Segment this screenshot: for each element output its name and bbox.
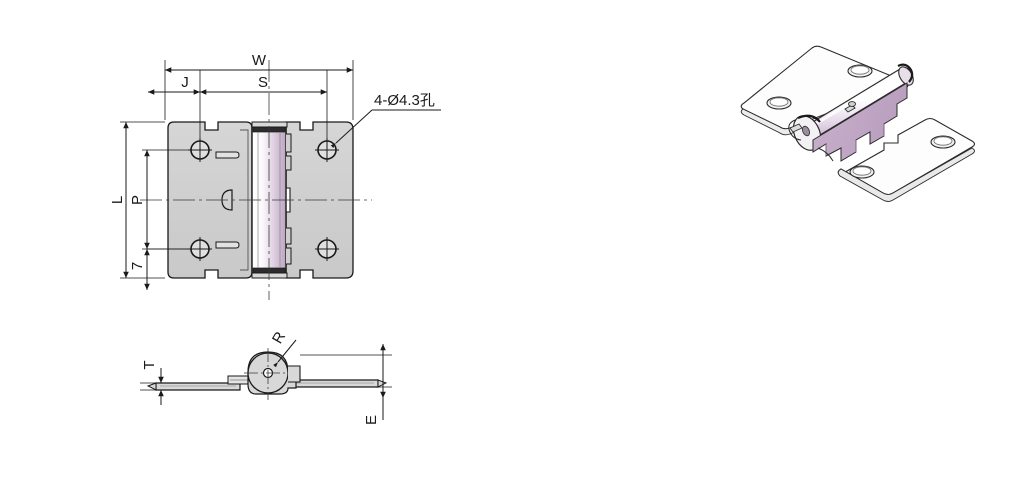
hole-callout: 4-Ø4.3孔 [330,92,441,148]
dimension-W: W [165,52,353,73]
hole-bottom-right [315,237,339,261]
iso-rear-hole-1 [847,64,873,78]
iso-front-hole-2 [849,165,875,179]
dimension-label-T: T [141,360,158,369]
dimension-label-E: E [363,415,380,425]
isometric-view [740,45,976,202]
dimension-L: L [109,122,129,278]
hole-callout-label: 4-Ø4.3孔 [374,92,435,109]
dimension-E: E [300,344,392,425]
iso-clips [789,101,856,133]
dimension-label-L: L [109,196,126,204]
iso-front-hole-1 [930,135,956,149]
side-right-leaf [291,379,388,388]
dimension-P: P [129,150,150,249]
side-left-leaf [146,382,241,391]
dimension-label-7: 7 [129,262,146,270]
dimension-S: S [200,74,327,95]
iso-barrel [792,63,914,151]
dimension-label-S: S [258,74,268,91]
side-view: R T E [140,329,392,425]
dimension-label-W: W [252,52,267,69]
dimension-T: T [140,360,178,405]
iso-wire-detail [788,119,834,162]
front-view: W J S L P [109,52,441,300]
dimension-label-J: J [181,74,189,91]
side-knuckle [244,348,301,400]
dimension-label-P: P [129,195,146,205]
dimension-J: J [148,74,200,95]
iso-barrel-cap-far [897,63,914,86]
dimension-7: 7 [129,248,196,290]
iso-front-plate [837,117,976,202]
iso-rear-hole-2 [766,96,792,110]
